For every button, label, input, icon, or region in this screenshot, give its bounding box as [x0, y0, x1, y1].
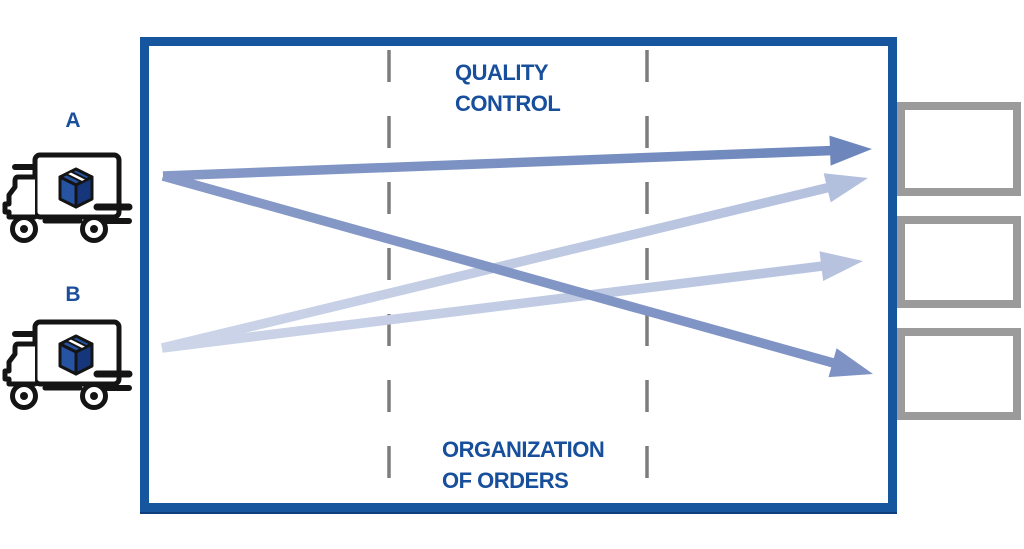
output-bin	[897, 328, 1021, 420]
output-bin	[897, 102, 1021, 196]
package-icon	[58, 334, 94, 376]
source-label-a: A	[65, 109, 81, 132]
organization-of-orders-label: ORGANIZATION OF ORDERS	[442, 437, 605, 493]
source-label-b: B	[65, 283, 81, 306]
quality-control-label: QUALITY CONTROL	[455, 60, 561, 116]
package-icon	[58, 167, 94, 209]
truck-b-icon	[2, 319, 133, 410]
truck-a-icon	[2, 152, 133, 243]
output-bin	[897, 216, 1021, 308]
